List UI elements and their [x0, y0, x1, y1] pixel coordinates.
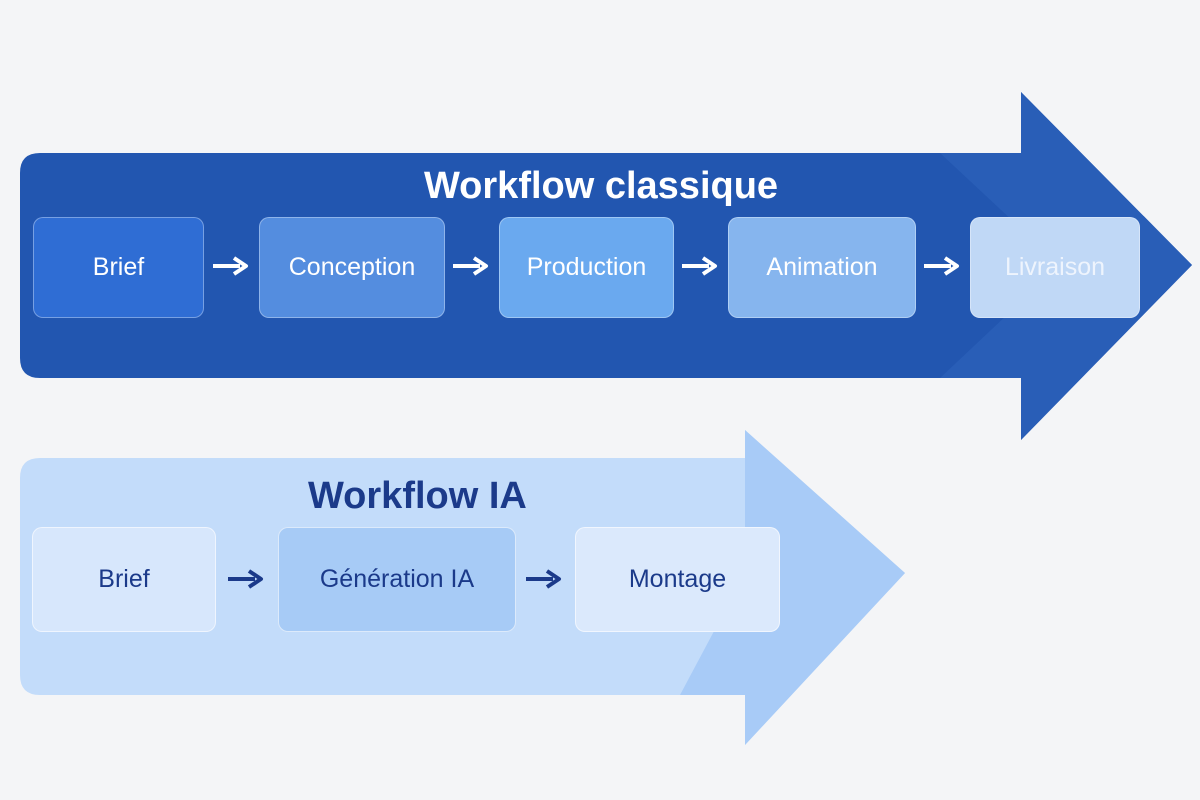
classic-workflow-title: Workflow classique	[424, 165, 779, 207]
right-arrow-icon	[924, 256, 959, 276]
right-arrow-icon	[526, 569, 561, 589]
ai-step-montage: Montage	[575, 527, 780, 632]
classic-step-livraison: Livraison	[970, 217, 1140, 318]
classic-step-brief: Brief	[33, 217, 204, 318]
right-arrow-icon	[453, 256, 488, 276]
classic-step-conception: Conception	[259, 217, 445, 318]
classic-step-production: Production	[499, 217, 674, 318]
ai-workflow-title: Workflow IA	[308, 475, 527, 517]
classic-step-animation: Animation	[728, 217, 916, 318]
ai-step-generation-ia: Génération IA	[278, 527, 516, 632]
right-arrow-icon	[228, 569, 263, 589]
right-arrow-icon	[682, 256, 717, 276]
right-arrow-icon	[213, 256, 248, 276]
ai-step-brief: Brief	[32, 527, 216, 632]
